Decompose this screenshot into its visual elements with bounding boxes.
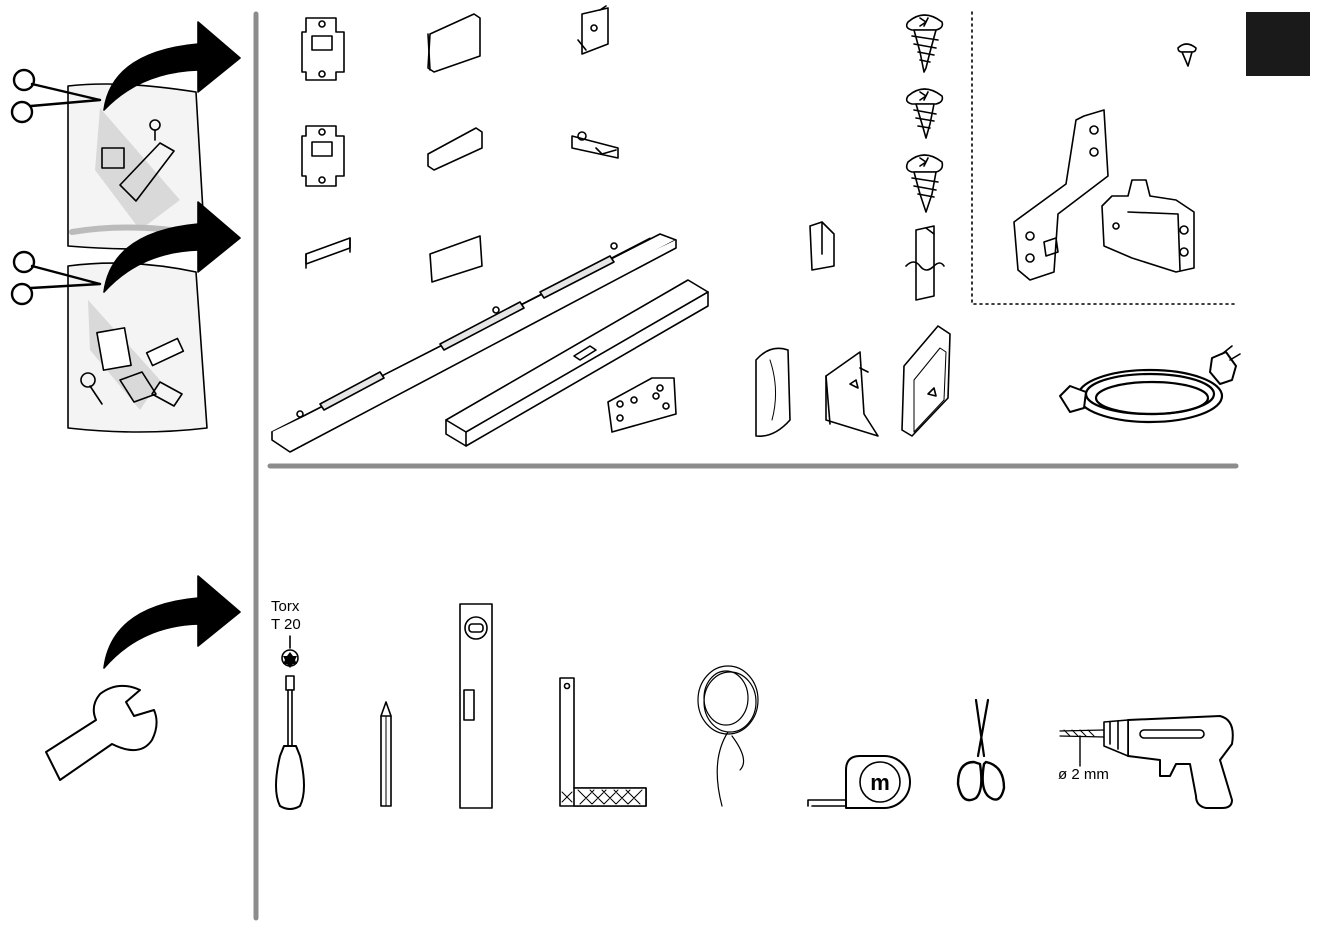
end-cap-small: [428, 128, 482, 170]
section-tab: [1246, 12, 1310, 76]
tape-letter: m: [870, 770, 890, 795]
level-icon: [460, 604, 492, 808]
strip: [306, 238, 350, 268]
screwdriver-icon: [276, 676, 304, 809]
locking-clip: [572, 132, 618, 158]
torx-tip-icon: [282, 636, 298, 668]
adhesive-strip: [906, 226, 944, 300]
angle-bracket: [1102, 180, 1194, 272]
long-bracket: [1014, 110, 1108, 280]
torx-label-1: Torx: [271, 598, 299, 616]
mounting-plate-b: [302, 126, 344, 186]
torx-label-2: T 20: [271, 616, 301, 634]
parts-bag-2: [68, 263, 207, 432]
parts-bag-1: [68, 84, 205, 249]
end-cover-angled: [826, 352, 878, 436]
screw-1: [907, 15, 943, 72]
blank-cover: [430, 236, 482, 282]
arrow-right-icon: [104, 576, 240, 668]
square-profile: [446, 280, 708, 446]
screw-3: [907, 155, 943, 212]
end-cap-large: [428, 14, 480, 72]
scissors-icon: [958, 700, 1004, 800]
pencil-icon: [381, 702, 391, 806]
corner-piece: [810, 222, 834, 270]
string-icon: [698, 666, 758, 806]
power-plug-icon: [1060, 346, 1240, 422]
screw-2: [907, 89, 943, 138]
wall-hook: [608, 378, 676, 432]
small-screw: [1178, 44, 1196, 66]
end-cover-curved: [756, 348, 790, 436]
wrench-icon: [46, 686, 157, 780]
tape-measure-icon: [808, 756, 910, 808]
clip-bracket: [578, 6, 608, 54]
drill-size-label: ø 2 mm: [1058, 766, 1109, 784]
mounting-plate-a: [302, 18, 344, 80]
square-icon: [560, 678, 646, 806]
end-cover-tall: [902, 326, 950, 436]
drill-icon: [1060, 716, 1233, 808]
